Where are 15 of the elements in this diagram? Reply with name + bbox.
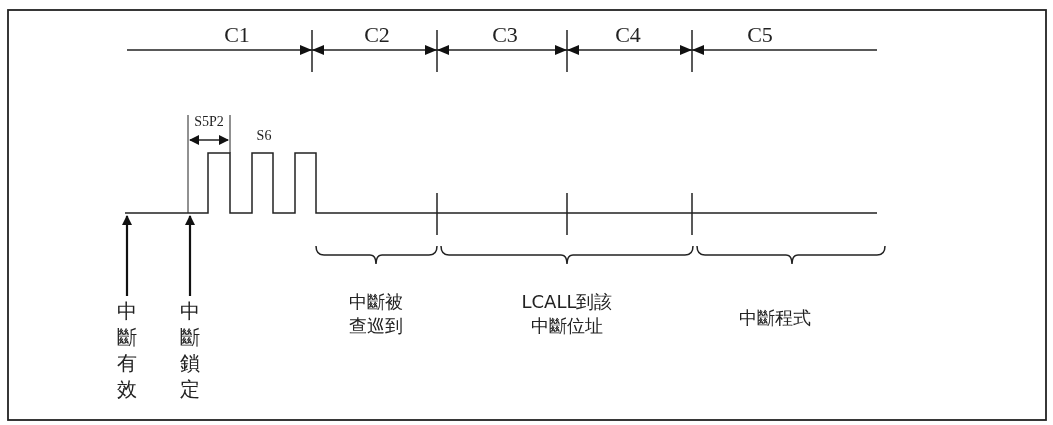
cycle-label: C5	[747, 22, 773, 48]
phase-label: LCALL到該中斷位址	[520, 290, 614, 338]
state-label: S6	[256, 128, 272, 144]
arrow	[122, 215, 132, 296]
cycle-label: C2	[364, 22, 390, 48]
vertical-label: 中斷有效	[116, 298, 138, 402]
cycle-label: C1	[224, 22, 250, 48]
state-label: S5P2	[194, 114, 224, 130]
pulse-waveform	[124, 152, 878, 214]
phase-label: 中斷程式	[738, 306, 812, 330]
arrow	[185, 215, 195, 296]
vertical-label: 中斷鎖定	[179, 298, 201, 402]
phase-label: 中斷被查巡到	[348, 290, 404, 338]
cycle-label: C3	[492, 22, 518, 48]
cycle-label: C4	[615, 22, 641, 48]
